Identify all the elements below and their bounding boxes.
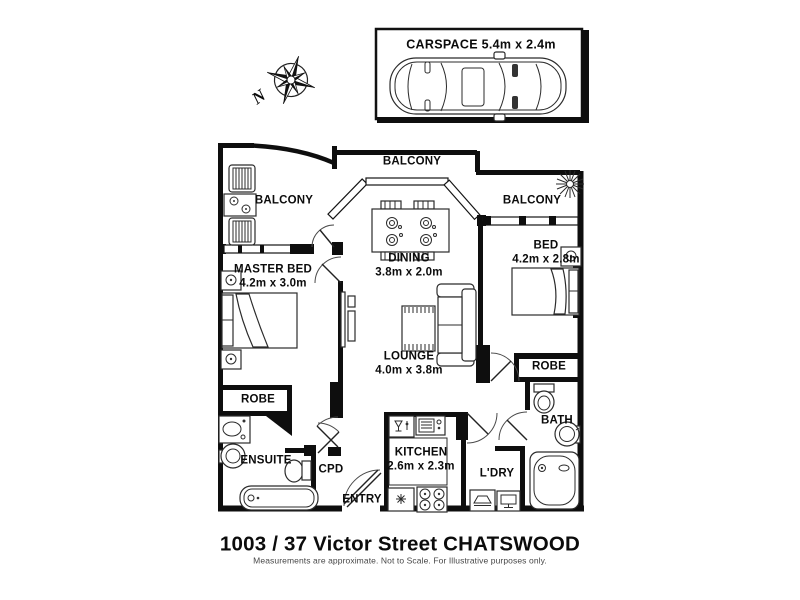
disclaimer-text: Measurements are approximate. Not to Sca… xyxy=(253,555,547,566)
room-label-lounge: LOUNGE 4.0m x 3.8m xyxy=(375,350,443,377)
plant-icon xyxy=(556,170,584,198)
door-arcs xyxy=(311,224,528,508)
kitchen-fixtures xyxy=(387,415,448,513)
room-label-robe-left: ROBE xyxy=(240,393,276,406)
room-label-balcony-top: BALCONY xyxy=(382,155,442,168)
car-icon xyxy=(389,51,567,122)
room-label-bath: BATH xyxy=(541,414,573,427)
compass-icon xyxy=(267,56,315,104)
bed2-furniture xyxy=(511,246,582,316)
room-label-entry: ENTRY xyxy=(342,493,382,506)
sofa xyxy=(436,283,477,367)
room-label-balcony-left: BALCONY xyxy=(254,194,314,207)
carspace-label: CARSPACE 5.4m x 2.4m xyxy=(406,37,556,52)
dining-table xyxy=(371,200,450,261)
master-bed-furniture xyxy=(220,270,298,370)
bath-fixtures xyxy=(529,383,581,510)
room-label-laundry: L'DRY xyxy=(479,467,515,480)
room-label-robe-right: ROBE xyxy=(531,360,567,373)
room-label-master-bed: MASTER BED 4.2m x 3.0m xyxy=(233,263,313,290)
room-label-dining: DINING 3.8m x 2.0m xyxy=(375,252,443,279)
ensuite-fixtures xyxy=(218,415,319,511)
room-label-ensuite: ENSUITE xyxy=(240,454,292,467)
page-title: 1003 / 37 Victor Street CHATSWOOD xyxy=(219,532,581,556)
balcony-left-furniture xyxy=(223,164,257,246)
room-label-kitchen: KITCHEN 2.6m x 2.3m xyxy=(387,446,455,473)
room-label-bed: BED 4.2m x 2.8m xyxy=(512,239,580,266)
laundry-fixtures xyxy=(469,489,521,512)
tv-unit xyxy=(340,291,356,348)
windows xyxy=(218,177,580,318)
room-label-balcony-right: BALCONY xyxy=(502,194,562,207)
room-label-cpd: CPD xyxy=(318,463,344,476)
carspace-box xyxy=(374,27,589,123)
coffee-table xyxy=(401,305,436,352)
